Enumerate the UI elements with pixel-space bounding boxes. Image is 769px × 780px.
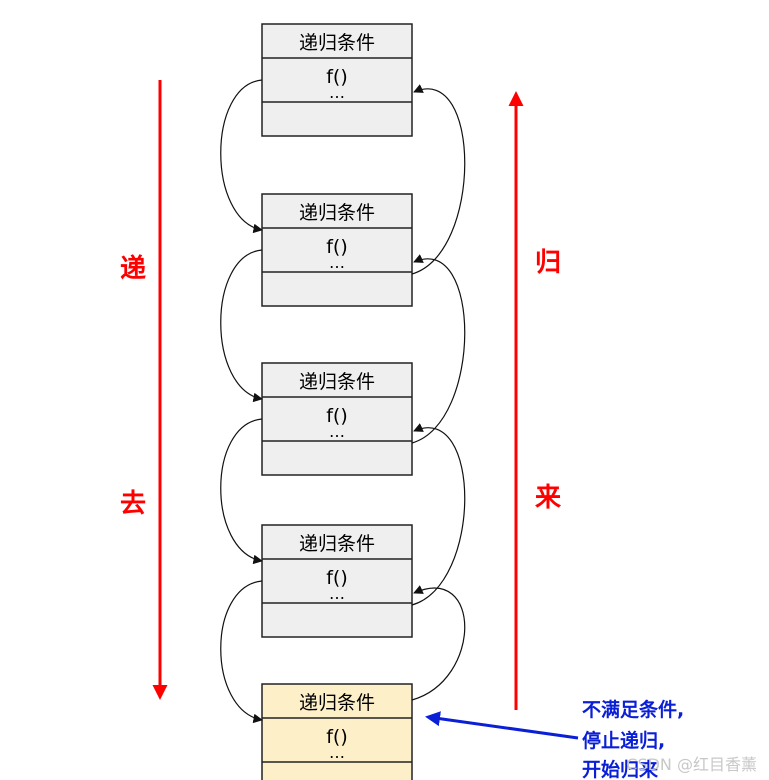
right-label-bottom: 来 [535, 483, 562, 513]
frame-call: f() [326, 405, 348, 427]
return-arrow [411, 585, 466, 701]
frame-call: f() [326, 567, 348, 589]
frame-box [261, 683, 413, 780]
frame-condition: 递归条件 [299, 371, 375, 393]
watermark: CSDN @红目香薰 [626, 755, 757, 774]
frame-box [261, 23, 413, 137]
stack-frame: 递归条件 f()… [261, 362, 413, 476]
frame-ellipsis: … [329, 253, 345, 272]
call-arrow [220, 249, 263, 403]
call-arrow [220, 580, 263, 724]
stack-frame: 递归条件 f()… [261, 524, 413, 638]
frame-call: f() [326, 236, 348, 258]
call-arrow [220, 418, 263, 565]
return-arrow [411, 84, 466, 275]
stack-frames: 递归条件f()…递归条件f()…递归条件f()…递归条件f()…递归条件f()… [261, 23, 413, 780]
left-label-top: 递 [120, 253, 146, 284]
frame-condition: 递归条件 [299, 533, 375, 555]
frame-box [261, 524, 413, 638]
frame-box [261, 362, 413, 476]
frame-condition: 递归条件 [299, 32, 375, 54]
frame-ellipsis: … [329, 743, 345, 762]
note-line-2: 停止递归, [582, 729, 665, 752]
frame-ellipsis: … [329, 584, 345, 603]
frame-condition: 递归条件 [299, 202, 375, 224]
frame-condition: 递归条件 [299, 692, 375, 714]
stack-frame: 递归条件 f()… [261, 23, 413, 137]
stack-frame: 递归条件 f()… [261, 683, 413, 780]
frame-ellipsis: … [329, 83, 345, 102]
frame-call: f() [326, 726, 348, 748]
note-line-1: 不满足条件, [582, 698, 684, 721]
stack-frame: 递归条件 f()… [261, 193, 413, 307]
right-label-top: 归 [535, 248, 561, 278]
frame-call: f() [326, 66, 348, 88]
return-arrow [411, 423, 466, 606]
left-label-bottom: 去 [120, 489, 146, 519]
call-curves [220, 79, 466, 724]
return-arrow [411, 254, 466, 444]
note-line-3: 开始归来 [582, 758, 658, 780]
frame-ellipsis: … [329, 422, 345, 441]
note-arrow [425, 711, 579, 740]
call-arrow [220, 79, 263, 234]
